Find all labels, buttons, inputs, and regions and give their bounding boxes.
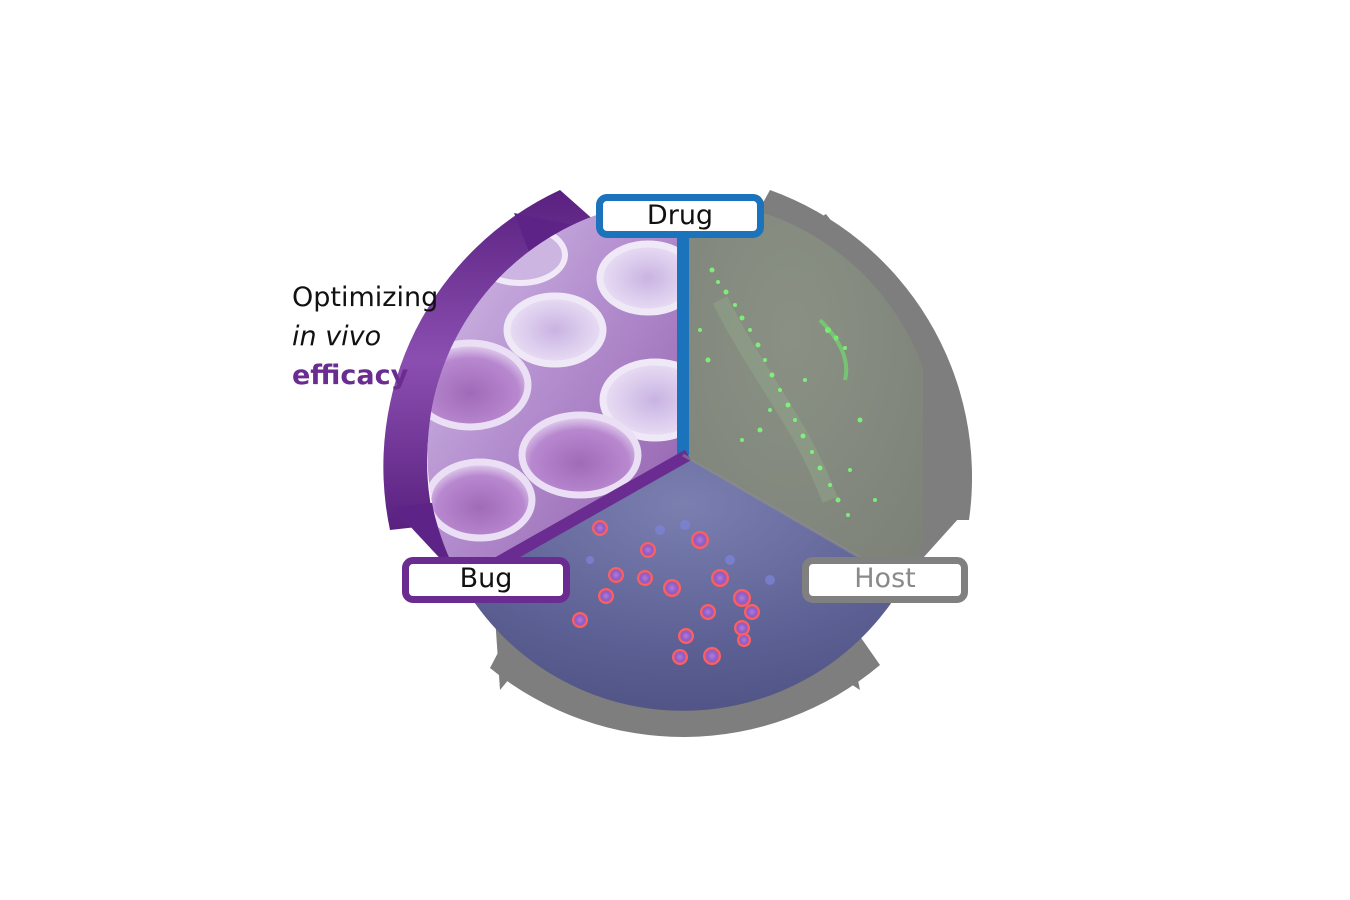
host-label-text: Host (854, 563, 916, 594)
drug-node-label: Drug (596, 194, 764, 238)
caption-line-in-vivo: in vivo (292, 321, 382, 352)
host-node-label: Host (802, 557, 968, 603)
caption-line-optimizing: Optimizing (292, 282, 439, 313)
bottom-arrow-band (490, 620, 880, 737)
drug-label-text: Drug (646, 200, 714, 231)
bug-node-label: Bug (402, 557, 570, 603)
caption-line-efficacy: efficacy (292, 360, 409, 391)
efficacy-caption: Optimizing in vivo efficacy (292, 278, 438, 395)
bug-label-text: Bug (459, 563, 513, 594)
